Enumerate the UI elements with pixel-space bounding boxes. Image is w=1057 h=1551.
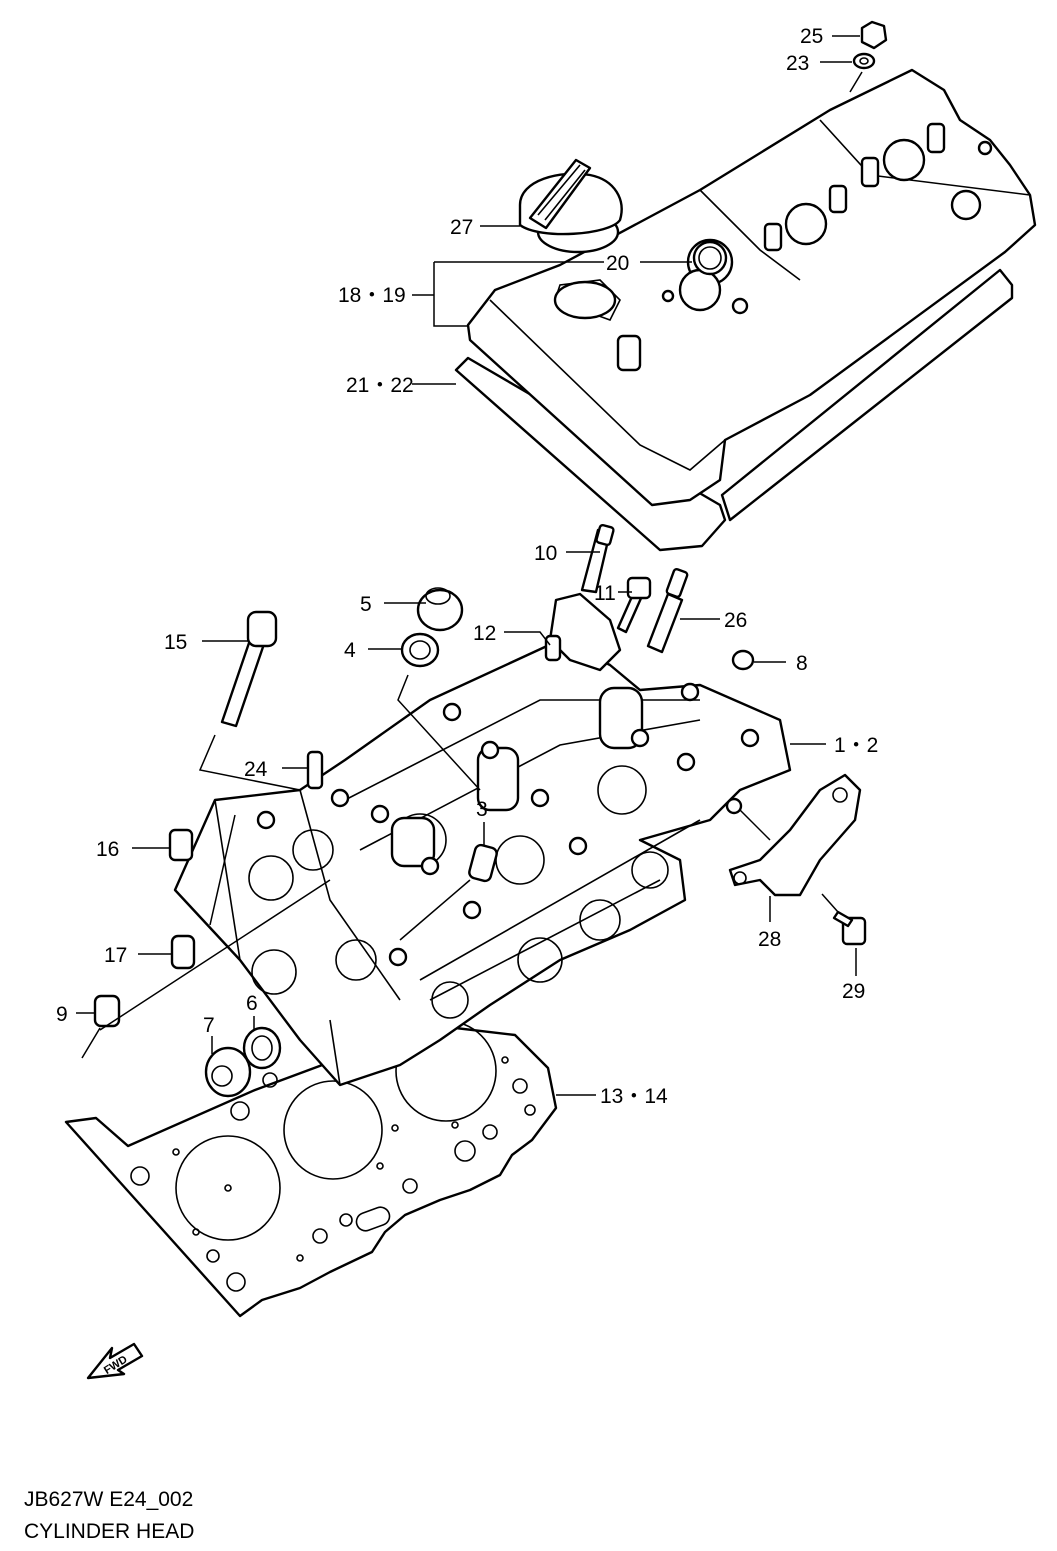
cylinder-head-cover	[466, 68, 1037, 507]
callout-27: 27	[450, 216, 473, 239]
callout-11: 11	[594, 582, 616, 605]
diagram-code: JB627W E24_002	[24, 1488, 194, 1511]
callout-7: 7	[203, 1014, 215, 1037]
callout-16: 16	[96, 838, 119, 861]
callout-20: 20	[606, 252, 629, 275]
head-gasket	[64, 1020, 558, 1318]
callout-25: 25	[800, 25, 823, 48]
callout-6: 6	[246, 992, 258, 1015]
callout-13-14: 13・14	[600, 1085, 668, 1108]
callout-12: 12	[473, 622, 496, 645]
callout-labels: 25 23 27 20 18・19 21・22 10 11 26 5 12 15…	[56, 25, 878, 1108]
callout-10: 10	[534, 542, 557, 565]
callout-21-22: 21・22	[346, 374, 414, 397]
callout-17: 17	[104, 944, 127, 967]
leader-lines	[76, 35, 863, 1096]
callout-26: 26	[724, 609, 747, 632]
callout-29: 29	[842, 980, 865, 1003]
callout-18-19: 18・19	[338, 284, 406, 307]
callout-1-2: 1・2	[834, 734, 878, 757]
cap-nut-and-washer	[852, 20, 888, 70]
callout-4: 4	[344, 639, 356, 662]
callout-15: 15	[164, 631, 187, 654]
forward-direction-arrow: FWD	[86, 1342, 144, 1380]
callout-24: 24	[244, 758, 268, 781]
callout-28: 28	[758, 928, 781, 951]
callout-9: 9	[56, 1003, 68, 1026]
small-parts	[93, 523, 867, 1098]
callout-23: 23	[786, 52, 809, 75]
callout-5: 5	[360, 593, 372, 616]
callout-3: 3	[476, 798, 488, 821]
diagram-title: CYLINDER HEAD	[24, 1520, 195, 1543]
cylinder-head	[173, 592, 792, 1087]
oil-filler-cap	[518, 158, 623, 254]
plug-seal-rings	[692, 240, 728, 276]
callout-8: 8	[796, 652, 808, 675]
